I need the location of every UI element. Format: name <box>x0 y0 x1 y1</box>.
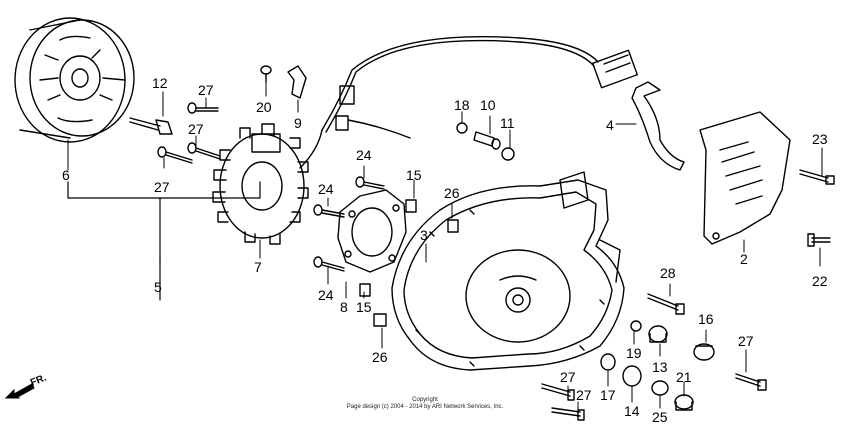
bolt-12 <box>129 117 173 135</box>
part-numbers: 6 5 7 12 27 27 27 20 9 18 10 11 4 23 2 2… <box>62 75 828 425</box>
part-label: 26 <box>372 349 388 365</box>
part-label: 8 <box>340 299 348 315</box>
part-label: 15 <box>356 299 372 315</box>
part-label: 25 <box>652 409 668 425</box>
copyright-title: Copyright <box>412 397 438 403</box>
part-label: 27 <box>154 179 170 195</box>
part-label: 17 <box>600 387 616 403</box>
washer-25 <box>651 380 669 396</box>
flywheel-rotor <box>14 17 135 143</box>
bolt-20 <box>260 65 272 83</box>
part-label: 26 <box>444 185 460 201</box>
bolt-27-lower <box>157 146 193 164</box>
wire-harness <box>321 35 639 139</box>
front-label: FR. <box>29 372 48 388</box>
cap-16 <box>693 343 715 361</box>
part-label: 27 <box>560 369 576 385</box>
part-label: 18 <box>454 97 470 113</box>
crankcase-cover <box>391 171 625 371</box>
part-label: 2 <box>740 251 748 267</box>
bolt-27-right <box>735 373 767 391</box>
dowel-15-upper <box>405 199 417 213</box>
part-label: 27 <box>188 121 204 137</box>
bolt-24-lower <box>313 256 345 272</box>
part-label: 27 <box>738 333 754 349</box>
plug-13 <box>648 325 668 343</box>
part-label: 27 <box>576 387 592 403</box>
sprocket-cover <box>699 111 791 245</box>
stator <box>212 123 323 245</box>
part-label: 3 <box>420 227 428 243</box>
part-label: 9 <box>294 115 302 131</box>
part-label: 21 <box>676 369 692 385</box>
part-label: 24 <box>356 147 372 163</box>
part-label: 27 <box>198 82 214 98</box>
oring-17 <box>600 353 616 371</box>
part-label: 23 <box>812 131 828 147</box>
part-label: 24 <box>318 287 334 303</box>
washer-18 <box>456 122 468 134</box>
copyright-line: Page design (c) 2004 - 2014 by ARI Netwo… <box>346 404 504 410</box>
cap-11 <box>501 147 515 161</box>
part-label: 11 <box>500 115 515 131</box>
leader-lines <box>67 81 823 411</box>
bolt-24-middle <box>313 204 345 218</box>
wire-clamp <box>287 65 307 99</box>
part-label: 22 <box>812 273 828 289</box>
part-label: 24 <box>318 181 334 197</box>
part-label: 20 <box>256 99 272 115</box>
bolt-27-bottom-b <box>551 407 585 421</box>
part-label: 4 <box>606 117 614 133</box>
oring-19 <box>630 320 642 332</box>
bolt-27-upper <box>187 102 219 114</box>
front-direction-arrow: FR. <box>4 372 48 399</box>
plug-10 <box>473 131 501 150</box>
part-label: 16 <box>698 311 714 327</box>
bracket <box>631 81 685 171</box>
bolt-23 <box>799 169 835 185</box>
bolt-24-top <box>355 176 385 190</box>
part-label: 13 <box>652 359 668 375</box>
dowel-26-lower <box>373 313 387 327</box>
part-label: 12 <box>152 75 168 91</box>
bolt-22 <box>807 233 831 247</box>
spacer-plate <box>337 189 407 273</box>
part-label: 14 <box>624 403 640 419</box>
part-label: 28 <box>660 265 676 281</box>
dowel-15-lower <box>359 283 371 297</box>
bolt-27-bottom-a <box>541 383 575 401</box>
part-label: 6 <box>62 167 70 183</box>
assembly-bracket-5 <box>67 181 261 301</box>
cap-14 <box>622 365 642 387</box>
bolt-28 <box>647 293 685 315</box>
dowel-26-upper <box>447 219 459 233</box>
part-label: 7 <box>254 259 262 275</box>
bolt-27-middle <box>187 142 221 160</box>
part-label: 5 <box>154 279 162 295</box>
part-label: 19 <box>626 345 642 361</box>
part-label: 10 <box>480 97 496 113</box>
part-label: 15 <box>406 167 422 183</box>
arrow-icon <box>4 383 35 399</box>
